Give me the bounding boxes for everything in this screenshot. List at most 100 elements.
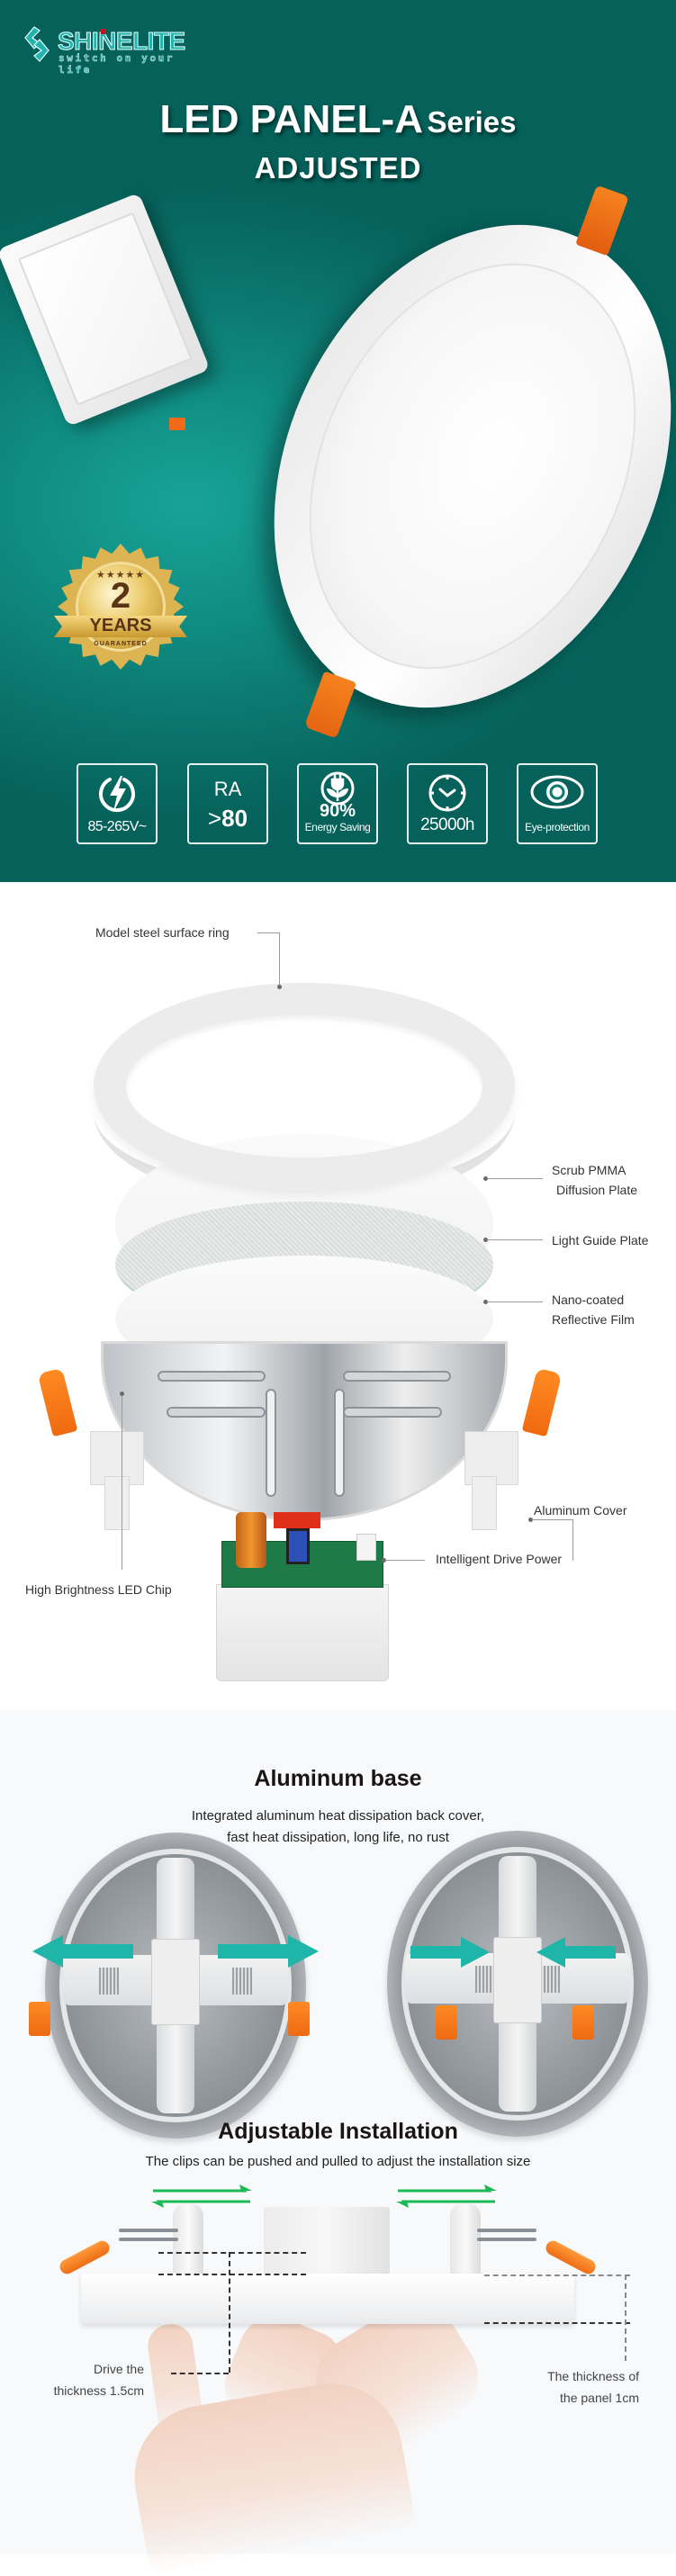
leader-line <box>257 932 279 933</box>
note-drive-thickness: Drive the thickness 1.5cm <box>27 2358 144 2401</box>
dimension-line <box>625 2274 626 2361</box>
label-surface-ring: Model steel surface ring <box>95 925 230 940</box>
dimension-line <box>158 2274 306 2275</box>
clip-left-expanded <box>29 2002 50 2036</box>
aluminum-base-title: Aluminum base <box>254 1766 422 1791</box>
energy-percent: 90% <box>319 801 356 821</box>
installation-desc: The clips can be pushed and pulled to ad… <box>145 2154 531 2169</box>
note-line: thickness 1.5cm <box>53 2383 144 2398</box>
aluminum-base-desc: Integrated aluminum heat dissipation bac… <box>0 1806 676 1849</box>
lightning-bolt-icon <box>99 776 135 813</box>
orange-clip-top <box>575 185 629 257</box>
label-diffusion-1: Scrub PMMA <box>552 1163 626 1177</box>
label-reflective-2: Reflective Film <box>552 1312 635 1327</box>
brand-tagline: switch on your life <box>59 52 176 76</box>
label-light-guide: Light Guide Plate <box>552 1233 649 1247</box>
transformer-top <box>274 1512 320 1528</box>
feature-icons-row: 85-265V~ RA >80 90% Energy Saving 25000h <box>0 763 676 844</box>
feature-label: 85-265V~ <box>87 819 147 834</box>
driver-box-side <box>264 2207 390 2275</box>
title-main: LED PANEL-A <box>159 97 423 141</box>
feature-label: Eye-protection <box>525 821 590 833</box>
leader-line <box>487 1178 543 1179</box>
page-subtitle: ADJUSTED <box>254 151 422 185</box>
label-reflective-1: Nano-coated <box>552 1293 625 1307</box>
leader-dot <box>382 1558 386 1563</box>
dimension-line <box>158 2252 306 2254</box>
back-cover-retracted-image <box>387 1831 648 2137</box>
arrow-inward-left-icon <box>536 1937 616 1968</box>
hero-banner: SHINELITE switch on your life LED PANEL-… <box>0 0 676 882</box>
eye-icon <box>530 775 584 809</box>
transformer-core <box>286 1528 310 1564</box>
arrow-right-icon <box>218 1935 319 1968</box>
badge-years: YEARS <box>89 616 152 635</box>
label-drive-power: Intelligent Drive Power <box>436 1552 563 1566</box>
feature-label: Energy Saving <box>304 821 371 833</box>
dimension-line <box>484 2322 630 2324</box>
note-line: the panel 1cm <box>560 2391 639 2405</box>
badge-guaranteed: GUARANTEED <box>94 641 148 647</box>
badge-stars-icon: ★★★★★ <box>95 570 146 581</box>
push-pull-arrows-right-icon <box>396 2184 497 2208</box>
clock-icon <box>428 774 466 812</box>
feature-label: 25000h <box>420 815 474 834</box>
feature-ra: RA >80 <box>187 763 268 844</box>
feature-ra-value: >80 <box>189 805 266 833</box>
desc-line-1: Integrated aluminum heat dissipation bac… <box>191 1808 485 1824</box>
badge-number: 2 <box>110 576 131 616</box>
leader-line <box>487 1239 543 1240</box>
dimension-line <box>171 2373 229 2374</box>
leader-dot <box>528 1518 533 1522</box>
surface-ring-image <box>94 983 515 1190</box>
back-cover-expanded-image <box>45 1833 306 2139</box>
panel-side-image <box>81 2274 574 2324</box>
dimension-line <box>484 2274 630 2276</box>
right-bracket-leg <box>472 1476 497 1530</box>
arrow-inward-right-icon <box>410 1937 490 1968</box>
leader-dot <box>483 1300 488 1304</box>
page-title: LED PANEL-A Series <box>0 97 676 142</box>
label-diffusion-2: Diffusion Plate <box>556 1183 638 1197</box>
leader-dot <box>277 985 282 989</box>
square-panel-image <box>0 192 211 428</box>
leader-dot <box>483 1176 488 1181</box>
installation-title: Adjustable Installation <box>218 2119 458 2144</box>
label-led-chip: High Brightness LED Chip <box>25 1582 172 1597</box>
brand-name: SHINELITE <box>58 27 186 56</box>
feature-ra-label: RA <box>213 778 242 800</box>
driver-box-image <box>216 1584 389 1681</box>
plug-leaf-icon <box>320 771 355 806</box>
spring-arm <box>119 2238 178 2241</box>
logo-mark-icon <box>24 26 50 62</box>
spring-arm <box>477 2238 536 2241</box>
title-series: Series <box>427 105 517 139</box>
capacitor-image <box>236 1512 266 1568</box>
feature-lifetime: 25000h <box>407 763 488 844</box>
feature-eye: Eye-protection <box>517 763 598 844</box>
feature-voltage: 85-265V~ <box>77 763 158 844</box>
spring-arm <box>477 2229 536 2232</box>
clip-post-right <box>450 2203 481 2275</box>
feature-energy: 90% Energy Saving <box>297 763 378 844</box>
leader-line <box>385 1560 425 1561</box>
leader-dot <box>483 1238 488 1242</box>
note-panel-thickness: The thickness of the panel 1cm <box>522 2365 639 2409</box>
gt-symbol: > <box>207 805 222 832</box>
logo-red-dot <box>101 29 106 34</box>
leader-line <box>572 1519 573 1561</box>
ra-number: 80 <box>221 805 248 832</box>
clip-right-expanded <box>288 2002 310 2036</box>
note-line: Drive the <box>93 2362 144 2376</box>
push-pull-arrows-left-icon <box>151 2184 252 2208</box>
clip-right-retracted <box>572 2005 594 2040</box>
note-line: The thickness of <box>547 2369 639 2383</box>
spring-arm <box>119 2229 178 2232</box>
dimension-line <box>229 2252 230 2373</box>
clip-left-retracted <box>436 2005 457 2040</box>
wire-connector <box>356 1534 376 1561</box>
label-aluminum-cover: Aluminum Cover <box>534 1503 627 1518</box>
desc-line-2: fast heat dissipation, long life, no rus… <box>227 1830 449 1845</box>
arrow-left-icon <box>32 1935 133 1968</box>
leader-line <box>532 1519 573 1520</box>
